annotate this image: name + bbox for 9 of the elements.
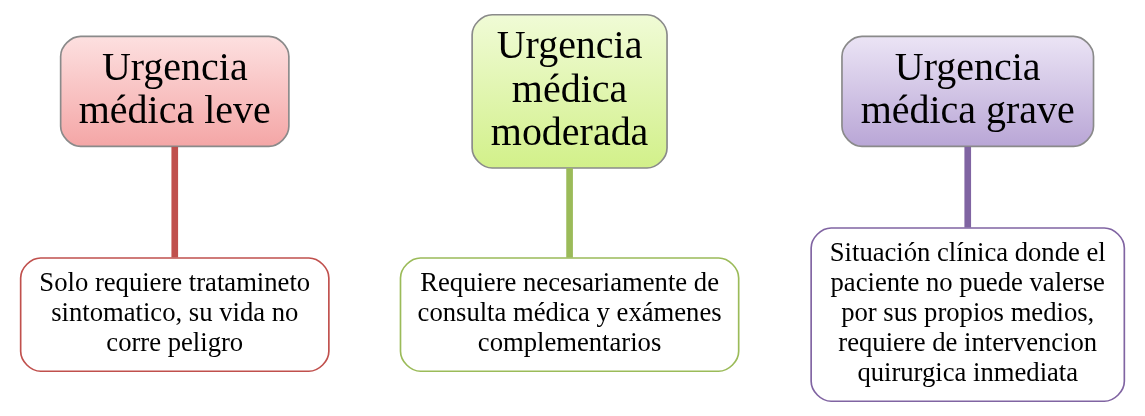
node-box: Situación clínica donde el paciente no puede valerse por sus propios medios, requiere de intervencion quirurgica inmediata: [810, 227, 1126, 403]
connector: [964, 146, 972, 228]
node-box: Urgencia médica grave: [841, 35, 1095, 148]
connector: [566, 168, 573, 258]
node-box: Urgencia médica moderada: [471, 13, 668, 169]
connector: [171, 146, 179, 258]
node-box: Urgencia médica leve: [59, 35, 290, 148]
node-box: Requiere necesariamente de consulta médica y exámenes complementarios: [399, 257, 740, 373]
node-box: Solo requiere tratamineto sintomatico, su vida no corre peligro: [19, 257, 330, 373]
